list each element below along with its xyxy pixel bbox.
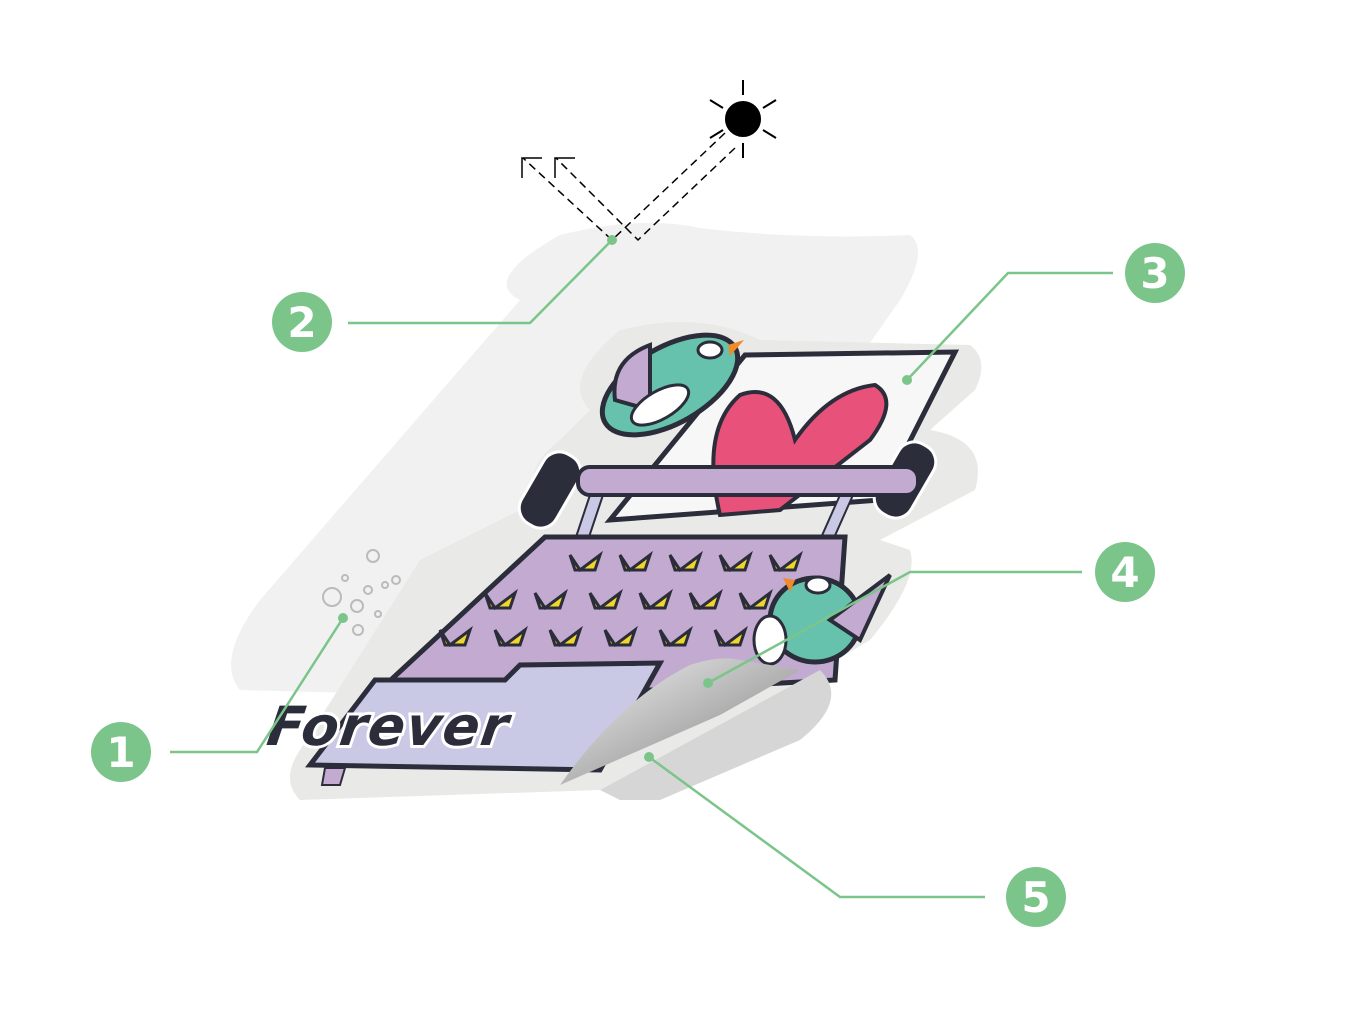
peeled-corner <box>560 658 800 785</box>
top-bird <box>599 332 744 438</box>
backing-paper <box>600 670 832 800</box>
callout-number: 5 <box>1021 873 1050 922</box>
foot <box>320 767 347 786</box>
callout-number: 4 <box>1110 548 1139 597</box>
callout-number: 3 <box>1140 249 1169 298</box>
callout-1: 1 <box>91 722 151 782</box>
callout-5: 5 <box>1006 867 1066 927</box>
callout-2: 2 <box>272 292 332 352</box>
heart-keys <box>438 550 803 648</box>
water-droplets <box>322 549 401 636</box>
light-reflection-arrows <box>521 132 736 242</box>
bottom-bird <box>752 573 892 666</box>
callout-lines <box>170 239 1113 899</box>
front-plate <box>305 660 665 773</box>
callout-4: 4 <box>1095 542 1155 602</box>
callout-number: 1 <box>106 728 135 777</box>
left-knob <box>517 450 583 530</box>
callout-number: 2 <box>287 298 316 347</box>
callout-3: 3 <box>1125 243 1185 303</box>
sun-icon <box>709 80 777 158</box>
sticker-text: Forever <box>263 695 515 758</box>
roller <box>576 465 920 497</box>
callout-dots <box>338 235 912 762</box>
